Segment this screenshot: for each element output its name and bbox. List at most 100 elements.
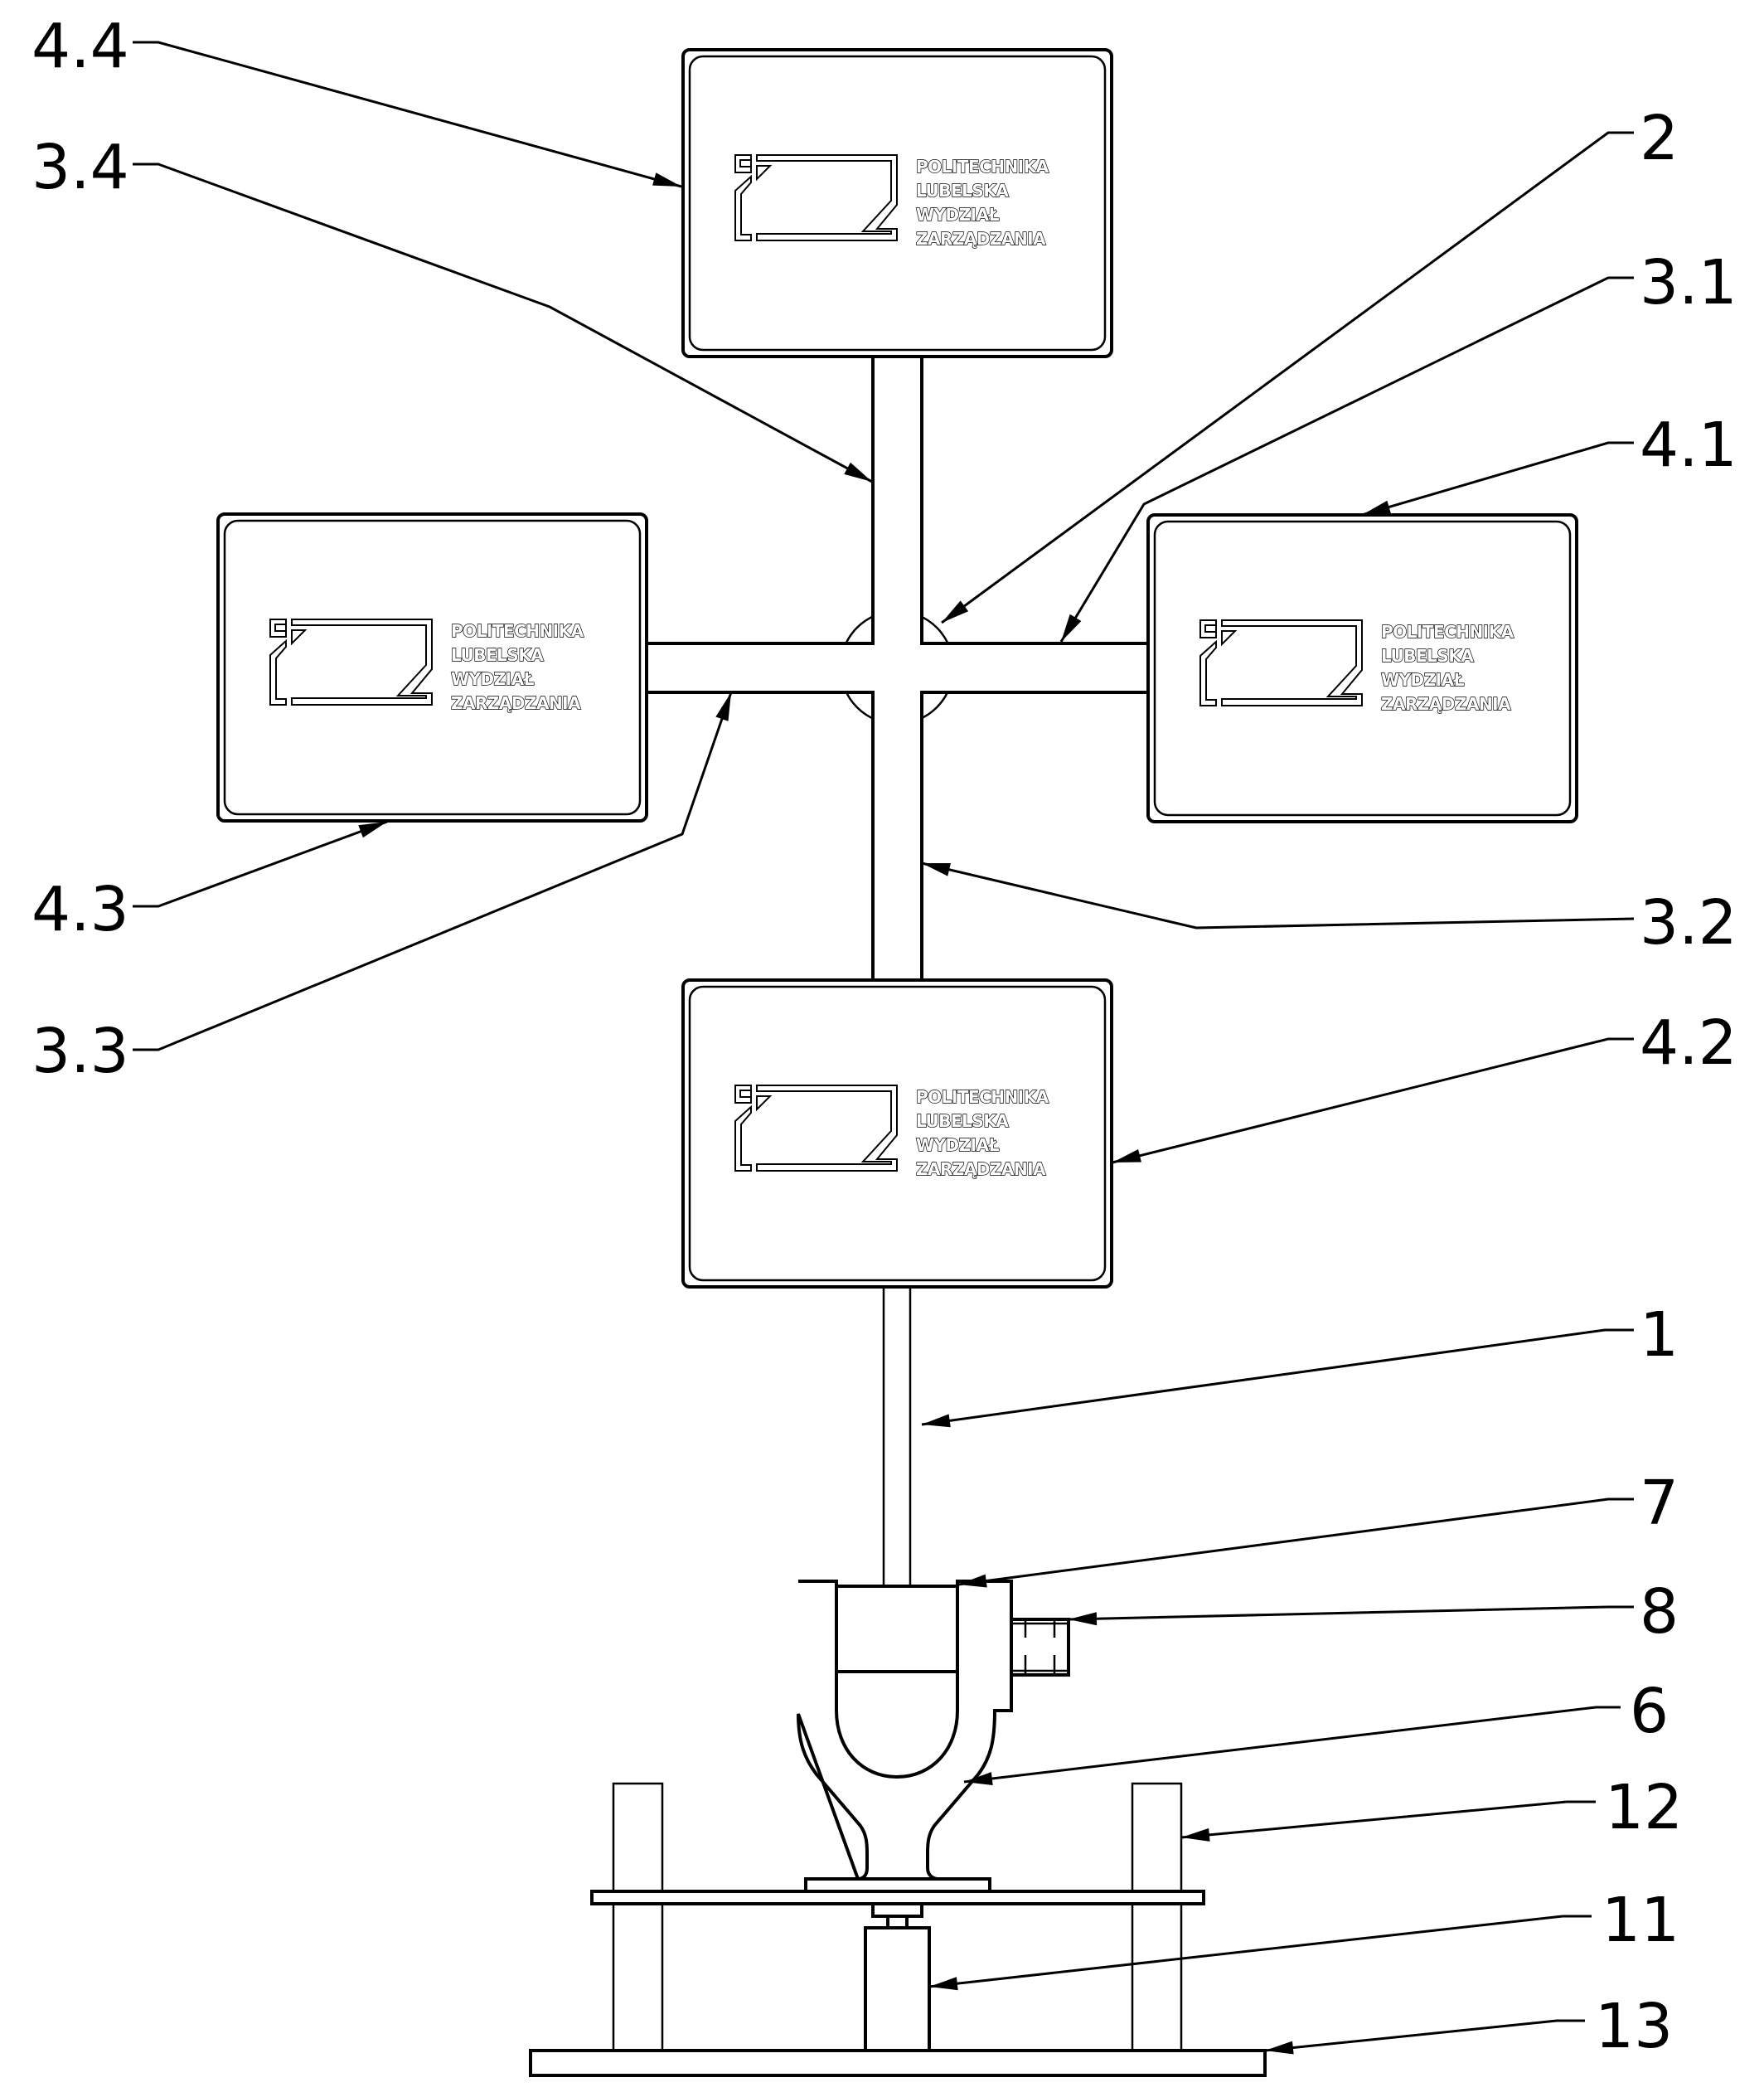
panel-text-line: POLITECHNIKA	[916, 157, 1049, 177]
main-pole-part-1	[882, 1286, 912, 1586]
leader-3-2	[921, 862, 1635, 930]
shaft	[886, 1915, 909, 1929]
panel-text-line: ZARZĄDZANIA	[916, 1159, 1046, 1179]
panel-inner-frame	[688, 55, 1107, 352]
callout-3-1: 3.1	[1640, 247, 1737, 318]
arm-segment-3-1	[922, 643, 1148, 692]
university-logo-icon	[269, 619, 433, 706]
panel-text-line: LUBELSKA	[451, 645, 544, 665]
cross-frame	[647, 356, 1148, 980]
panel-text-line: POLITECHNIKA	[1381, 622, 1514, 642]
callout-leaders	[133, 41, 1635, 2055]
sign-panel-4-4: POLITECHNIKA LUBELSKA WYDZIAŁ ZARZĄDZANIA	[681, 48, 1113, 358]
arrowhead-icon	[358, 822, 387, 838]
arrowhead-icon	[1362, 500, 1391, 515]
leader-4-3	[133, 820, 388, 908]
arrowhead-icon	[1265, 2041, 1294, 2055]
arrowhead-icon	[715, 692, 731, 721]
post-left-part-12	[612, 1782, 664, 2052]
panel-text-line: WYDZIAŁ	[451, 669, 535, 689]
callout-6: 6	[1630, 1676, 1669, 1747]
leader-11	[928, 1915, 1592, 1991]
panel-text-line: WYDZIAŁ	[916, 1135, 1000, 1155]
callout-4-3: 4.3	[32, 874, 129, 945]
arrowhead-icon	[964, 1772, 993, 1785]
arrowhead-icon	[844, 462, 872, 482]
panel-text-line: LUBELSKA	[916, 1111, 1009, 1131]
leader-12	[1180, 1800, 1596, 1842]
leader-6	[963, 1706, 1621, 1785]
callout-4-4: 4.4	[32, 11, 129, 82]
callout-labels: 4.4 3.4 2 3.1 4.1 4.3 3.2 3.3 4.2 1 7 8 …	[32, 11, 1737, 2062]
leader-4-4	[133, 41, 682, 188]
callout-11: 11	[1602, 1885, 1679, 1956]
base-assembly	[529, 1782, 1267, 2077]
foot-plate	[804, 1877, 991, 1893]
panel-text-line: WYDZIAŁ	[1381, 670, 1465, 690]
leader-8	[1068, 1605, 1634, 1626]
leader-3-1	[1059, 276, 1634, 643]
callout-3-2: 3.2	[1640, 887, 1737, 959]
sign-panel-4-1: POLITECHNIKA LUBELSKA WYDZIAŁ ZARZĄDZANIA	[1146, 513, 1578, 823]
clamp-knob-part-8	[1010, 1618, 1070, 1677]
panel-text-line: ZARZĄDZANIA	[1381, 694, 1511, 714]
arrowhead-icon	[942, 600, 969, 623]
post-right-part-12	[1131, 1782, 1183, 2052]
arrowhead-icon	[1069, 1612, 1098, 1626]
hub-center	[873, 643, 922, 692]
arrowhead-icon	[652, 172, 681, 187]
callout-8: 8	[1640, 1576, 1679, 1648]
shaft-collar	[871, 1902, 923, 1918]
callout-1: 1	[1640, 1299, 1679, 1371]
sign-panel-4-3: POLITECHNIKA LUBELSKA WYDZIAŁ ZARZĄDZANIA	[216, 512, 648, 823]
leader-7	[957, 1497, 1634, 1588]
arrowhead-icon	[929, 1977, 958, 1991]
sign-panels: POLITECHNIKALUBELSKAWYDZIAŁZARZĄDZANIAPO…	[216, 48, 1578, 1289]
base-plate-part-13	[529, 2049, 1267, 2077]
panel-text-line: POLITECHNIKA	[451, 621, 584, 641]
callout-4-1: 4.1	[1640, 410, 1737, 481]
plate-overlay	[594, 1893, 1202, 1902]
callout-7: 7	[1640, 1468, 1679, 1539]
arrowhead-icon	[1181, 1827, 1210, 1842]
panel-text-line: WYDZIAŁ	[916, 205, 1000, 225]
panel-text: POLITECHNIKA LUBELSKA WYDZIAŁ ZARZĄDZANIA	[915, 156, 1050, 249]
arm-segment-3-3	[647, 643, 873, 692]
panel-text-line: LUBELSKA	[916, 181, 1009, 201]
arrowhead-icon	[1061, 614, 1082, 642]
leader-3-3	[133, 692, 733, 1051]
panel-text-line: ZARZĄDZANIA	[451, 693, 581, 713]
arrowhead-icon	[922, 863, 951, 876]
university-logo-icon	[734, 154, 898, 241]
cross-outline	[647, 356, 1148, 980]
callout-12: 12	[1605, 1772, 1683, 1843]
callout-2: 2	[1640, 103, 1679, 174]
leader-4-1	[1361, 441, 1634, 517]
arrowhead-icon	[922, 1414, 951, 1428]
motor-part-11	[864, 1926, 931, 2052]
arrowhead-icon	[958, 1574, 987, 1588]
fork-holder-part-6	[797, 1580, 1013, 1881]
panel-text-line: ZARZĄDZANIA	[916, 229, 1046, 249]
callout-3-4: 3.4	[32, 132, 129, 203]
university-logo-icon	[1199, 619, 1363, 706]
panel-inner-frame	[688, 985, 1107, 1282]
arrowhead-icon	[1112, 1149, 1141, 1162]
leader-2	[941, 131, 1634, 624]
panel-text-line: LUBELSKA	[1381, 646, 1474, 666]
panel-inner-frame	[223, 519, 642, 816]
leader-13	[1264, 2019, 1585, 2055]
leader-3-4	[133, 163, 873, 483]
leader-1	[921, 1328, 1634, 1428]
leader-4-2	[1112, 1037, 1634, 1164]
university-logo-icon	[734, 1085, 898, 1172]
pole-segment-3-2	[873, 692, 922, 980]
pole-segment-3-4	[873, 356, 922, 643]
clamp-block-part-7	[835, 1585, 959, 1673]
panel-text: POLITECHNIKA LUBELSKA WYDZIAŁ ZARZĄDZANIA	[450, 620, 585, 713]
callout-13: 13	[1595, 1991, 1673, 2062]
callout-4-2: 4.2	[1640, 1007, 1737, 1079]
